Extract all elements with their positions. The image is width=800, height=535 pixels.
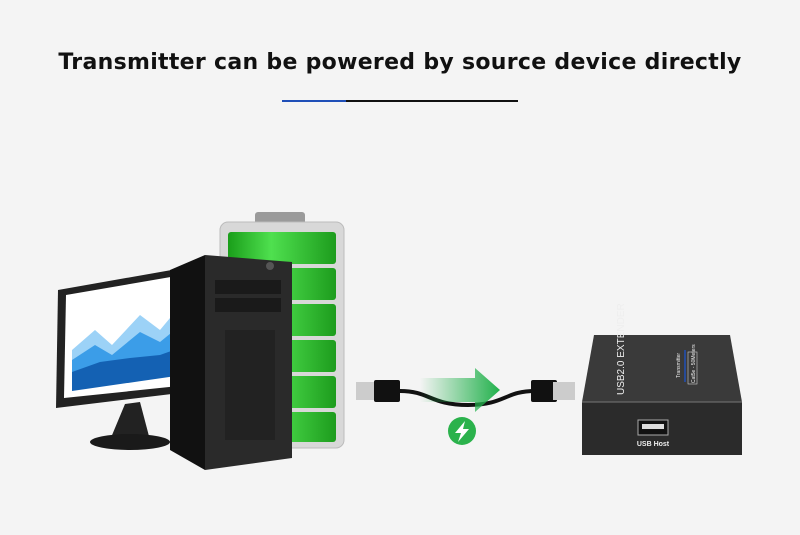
- usb-host-label: USB Host: [637, 441, 670, 448]
- lightning-bolt-icon: [448, 417, 476, 445]
- page-title: Transmitter can be powered by source dev…: [58, 50, 742, 75]
- computer-tower: [170, 255, 292, 470]
- device-name: USB2.0 EXTENDER: [616, 303, 627, 395]
- arrow-right-icon: [420, 368, 500, 412]
- usb-cable: [356, 380, 575, 408]
- title-divider: [282, 100, 518, 102]
- title-divider-accent: [282, 100, 346, 102]
- device-role: Transmitter: [676, 353, 682, 378]
- device-spec: Cat5e - 50Meters: [691, 344, 697, 383]
- monitor: [56, 265, 205, 450]
- usb-extender-device: USB Host USB2.0 EXTENDER Transmitter Cat…: [582, 303, 742, 455]
